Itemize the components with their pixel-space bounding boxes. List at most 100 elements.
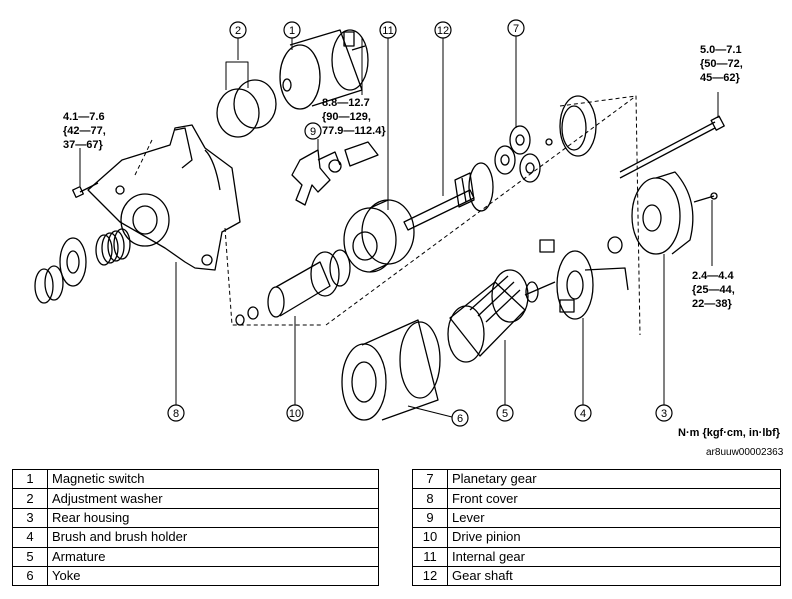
- torque-spec-front-cover: 4.1—7.6 {42—77, 37—67}: [63, 111, 106, 151]
- svg-text:37—67}: 37—67}: [63, 139, 103, 151]
- legend-part-name: Rear housing: [47, 507, 379, 529]
- legend-part-name: Front cover: [447, 488, 781, 509]
- torque-spec-switch: 8.8—12.7 {90—129, 77.9—112.4}: [322, 97, 386, 137]
- svg-text:2.4—4.4: 2.4—4.4: [692, 270, 734, 282]
- legend-number: 10: [412, 527, 448, 548]
- callout-11: 11: [379, 21, 397, 39]
- legend-part-name: Planetary gear: [447, 468, 781, 490]
- armature-part: [447, 269, 556, 363]
- torque-spec-through-bolt: 5.0—7.1 {50—72, 45—62}: [700, 44, 743, 84]
- legend-number: 4: [12, 527, 48, 548]
- gear-shaft-part: [403, 162, 494, 231]
- callout-3: 3: [655, 404, 673, 422]
- svg-text:45—62}: 45—62}: [700, 72, 740, 84]
- legend-number: 5: [12, 546, 48, 567]
- svg-text:7: 7: [513, 23, 519, 35]
- front-cover-bolt: [72, 182, 99, 198]
- legend-part-name: Magnetic switch: [47, 468, 379, 490]
- legend-part-name: Armature: [47, 546, 379, 567]
- callout-10: 10: [286, 404, 304, 422]
- legend-part-name: Yoke: [47, 565, 379, 587]
- callout-9: 9: [304, 122, 322, 140]
- legend-number: 1: [12, 468, 48, 490]
- svg-text:1: 1: [289, 25, 295, 37]
- rear-housing-part: [631, 171, 718, 255]
- legend-number: 8: [412, 488, 448, 509]
- through-bolt-part: [619, 115, 725, 179]
- planetary-gear-part: [494, 125, 553, 183]
- svg-text:{90—129,: {90—129,: [322, 111, 371, 123]
- legend-part-name: Lever: [447, 507, 781, 529]
- svg-text:{42—77,: {42—77,: [63, 125, 106, 137]
- svg-text:3: 3: [661, 408, 667, 420]
- legend-part-name: Drive pinion: [447, 527, 781, 548]
- legend-part-name: Brush and brush holder: [47, 527, 379, 548]
- callout-2: 2: [229, 21, 247, 39]
- legend-part-name: Gear shaft: [447, 565, 781, 587]
- pinion-spring-set: [34, 228, 131, 304]
- svg-text:12: 12: [437, 25, 449, 37]
- legend-part-name: Adjustment washer: [47, 488, 379, 509]
- svg-text:4.1—7.6: 4.1—7.6: [63, 111, 105, 123]
- legend-number: 9: [412, 507, 448, 529]
- svg-text:11: 11: [382, 25, 393, 37]
- svg-text:{25—44,: {25—44,: [692, 284, 735, 296]
- legend-number: 11: [412, 546, 448, 567]
- callout-8: 8: [167, 404, 185, 422]
- svg-text:10: 10: [289, 408, 301, 420]
- brush-holder-part: [539, 236, 629, 320]
- leader-lines: [79, 36, 719, 418]
- exploded-view-diagram: 2 1 11 12 7 9 8 10 6 5 4 3 8.8—12.7 {90—…: [34, 19, 784, 458]
- figure-id: ar8uuw00002363: [706, 447, 784, 458]
- svg-text:5: 5: [502, 408, 508, 420]
- svg-text:5.0—7.1: 5.0—7.1: [700, 44, 742, 56]
- callout-4: 4: [574, 404, 592, 422]
- svg-text:9: 9: [310, 126, 316, 138]
- torque-spec-rear-screw: 2.4—4.4 {25—44, 22—38}: [692, 270, 735, 310]
- lever-part: [291, 141, 379, 206]
- yoke-part: [341, 319, 441, 421]
- legend-number: 7: [412, 468, 448, 490]
- svg-text:22—38}: 22—38}: [692, 298, 732, 310]
- adjustment-washer-part: [216, 79, 277, 138]
- front-cover-part: [87, 124, 241, 271]
- internal-gear-part: [343, 199, 415, 273]
- svg-text:6: 6: [457, 413, 463, 425]
- svg-text:{50—72,: {50—72,: [700, 58, 743, 70]
- legend-number: 2: [12, 488, 48, 509]
- magnetic-switch-part: [279, 29, 369, 110]
- callout-5: 5: [496, 404, 514, 422]
- legend-number: 12: [412, 565, 448, 587]
- callout-1: 1: [283, 21, 301, 39]
- drive-pinion-part: [235, 249, 351, 326]
- callout-7: 7: [507, 19, 525, 37]
- internal-gear-cover-part: [559, 95, 597, 157]
- svg-text:77.9—112.4}: 77.9—112.4}: [322, 125, 386, 137]
- legend-part-name: Internal gear: [447, 546, 781, 567]
- legend-number: 3: [12, 507, 48, 529]
- part-number-callouts: 2 1 11 12 7 9 8 10 6 5 4 3: [167, 19, 673, 427]
- callout-6: 6: [451, 409, 469, 427]
- svg-text:4: 4: [580, 408, 586, 420]
- legend-number: 6: [12, 565, 48, 587]
- svg-text:2: 2: [235, 25, 241, 37]
- dashed-assembly-lines: [134, 95, 641, 336]
- svg-text:8: 8: [173, 408, 179, 420]
- svg-text:8.8—12.7: 8.8—12.7: [322, 97, 370, 109]
- callout-12: 12: [434, 21, 452, 39]
- torque-unit-note: N·m {kgf·cm, in·lbf}: [678, 427, 781, 439]
